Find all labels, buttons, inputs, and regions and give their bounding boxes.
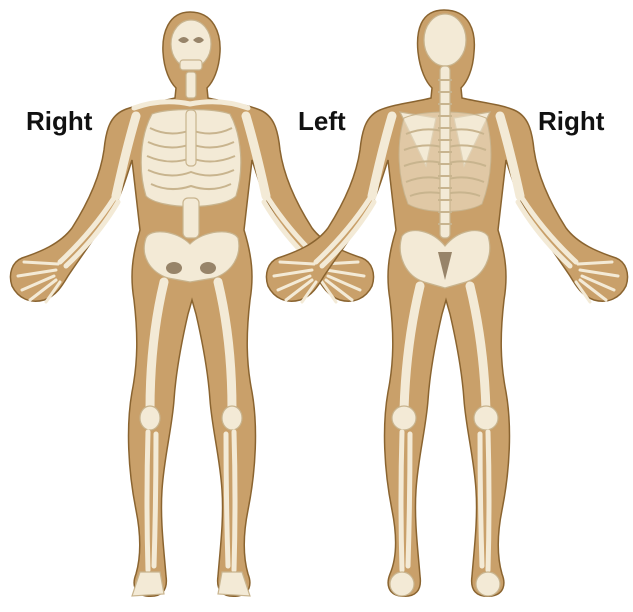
- back-spine: [438, 66, 452, 238]
- back-left-heel: [476, 572, 500, 596]
- back-view-figure: [266, 10, 627, 596]
- front-left-tibia: [234, 432, 235, 570]
- front-sternum: [186, 110, 196, 166]
- front-cervical-spine: [186, 72, 196, 98]
- front-right-fibula: [154, 434, 156, 566]
- back-skull: [424, 14, 466, 66]
- back-right-side-label: Right: [538, 108, 604, 134]
- front-jaw: [180, 60, 202, 70]
- back-right-fibula: [408, 434, 410, 566]
- front-body-silhouette: [10, 12, 373, 596]
- front-pelvic-openings: [166, 262, 182, 274]
- front-right-tibia: [147, 432, 148, 570]
- back-left-tibia: [488, 432, 489, 570]
- back-left-knee: [474, 406, 498, 430]
- front-left-fibula: [226, 434, 228, 566]
- front-view-figure: [10, 12, 373, 596]
- back-right-knee: [392, 406, 416, 430]
- left-side-label: Left: [298, 108, 346, 134]
- back-right-heel: [390, 572, 414, 596]
- back-right-tibia: [401, 432, 402, 570]
- front-right-kneecap: [140, 406, 160, 430]
- back-left-fibula: [480, 434, 482, 566]
- front-left-kneecap: [222, 406, 242, 430]
- front-lumbar-spine: [183, 198, 199, 238]
- front-pelvic-openings-right: [200, 262, 216, 274]
- front-right-side-label: Right: [26, 108, 92, 134]
